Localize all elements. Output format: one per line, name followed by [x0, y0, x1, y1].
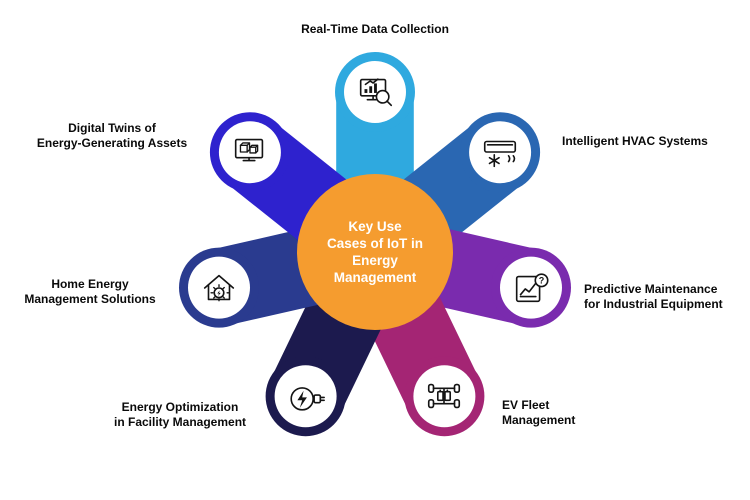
label-realtime-data: Real-Time Data Collection: [301, 22, 449, 36]
node-face-predictive-maintenance: [500, 256, 562, 319]
monitor-chart-magnifier-icon: [353, 70, 397, 114]
chart-question-icon: ?: [509, 266, 553, 310]
label-predictive-maintenance: Predictive Maintenance for Industrial Eq…: [584, 282, 723, 311]
svg-text:?: ?: [539, 275, 545, 285]
label-energy-optimization: Energy Optimization in Facility Manageme…: [113, 400, 247, 429]
center-circle: [297, 174, 453, 330]
label-hvac: Intelligent HVAC Systems: [562, 134, 708, 148]
label-home-energy: Home Energy Management Solutions: [24, 277, 156, 306]
ev-chassis-battery-icon: [422, 374, 466, 418]
house-gear-bolt-icon: [197, 266, 241, 310]
center-title: Key Use Cases of IoT in Energy Managemen…: [326, 219, 424, 285]
monitor-cubes-icon: [228, 130, 272, 174]
bolt-plug-icon: [284, 374, 328, 418]
node-face-energy-optimization: [274, 365, 337, 428]
ac-unit-snowflake-icon: [478, 130, 522, 174]
label-ev-fleet: EV Fleet Management: [502, 398, 576, 427]
label-digital-twins: Digital Twins of Energy-Generating Asset…: [36, 121, 188, 150]
